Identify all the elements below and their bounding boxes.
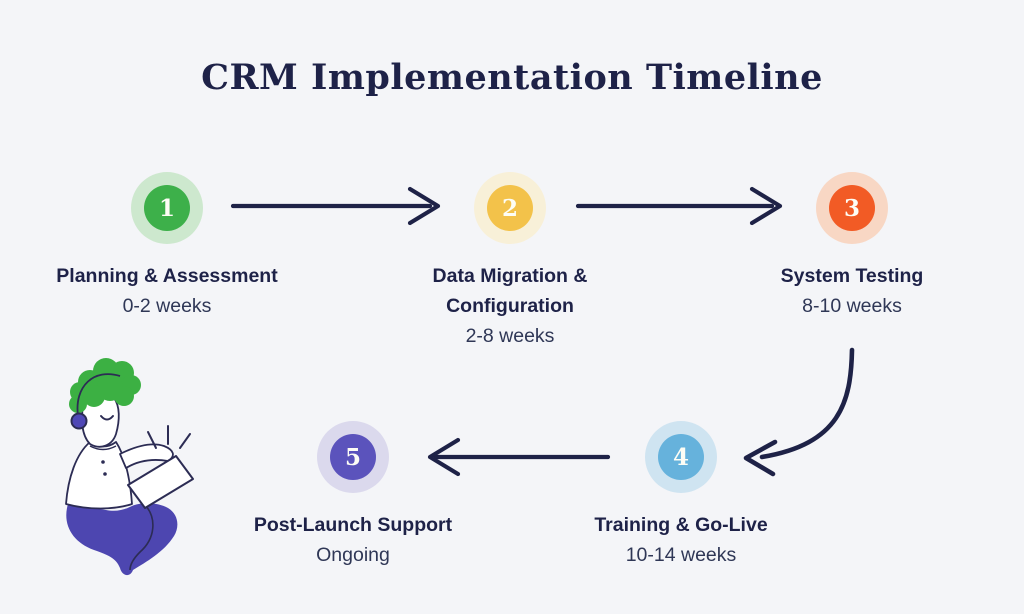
step-4-label: Training & Go-Live: [594, 514, 768, 536]
step-3-label: System Testing: [780, 265, 924, 287]
step-3-badge: 3: [816, 172, 888, 244]
step-2-duration: 2-8 weeks: [465, 325, 555, 347]
agent-head: [81, 391, 120, 448]
headset-band: [76, 373, 121, 417]
step-2-number: 2: [487, 185, 533, 231]
step-5-number: 5: [330, 434, 376, 480]
step-5-label: Post-Launch Support: [253, 514, 453, 536]
agent-body: [65, 391, 174, 510]
timeline-step-4: 4 Training & Go-Live 10-14 weeks: [511, 421, 851, 570]
headset-earpiece: [70, 412, 88, 430]
step-1-badge: 1: [131, 172, 203, 244]
timeline-step-5: 5 Post-Launch Support Ongoing: [183, 421, 523, 570]
step-4-number: 4: [658, 434, 704, 480]
agent-hair: [69, 358, 141, 413]
agent-button: [103, 472, 107, 476]
step-4-badge: 4: [645, 421, 717, 493]
agent-closed-eye: [100, 415, 114, 421]
agent-button: [101, 460, 105, 464]
step-1-number: 1: [144, 185, 190, 231]
agent-torso: [65, 441, 133, 510]
agent-collar: [89, 445, 117, 451]
agent-arm: [119, 443, 174, 469]
step-1-duration: 0-2 weeks: [122, 295, 212, 317]
timeline-step-2: 2 Data Migration & Configuration 2-8 wee…: [340, 172, 680, 351]
step-4-duration: 10-14 weeks: [625, 544, 737, 566]
step-3-duration: 8-10 weeks: [802, 295, 902, 317]
step-5-duration: Ongoing: [316, 544, 390, 566]
step-1-label: Planning & Assessment: [56, 265, 278, 287]
agent-pants: [66, 503, 178, 576]
timeline-step-1: 1 Planning & Assessment 0-2 weeks: [0, 172, 337, 321]
timeline-step-3: 3 System Testing 8-10 weeks: [682, 172, 1022, 321]
page-title: CRM Implementation Timeline: [201, 57, 823, 98]
step-3-number: 3: [829, 185, 875, 231]
step-2-label: Data Migration & Configuration: [432, 265, 588, 317]
step-5-badge: 5: [317, 421, 389, 493]
step-2-badge: 2: [474, 172, 546, 244]
